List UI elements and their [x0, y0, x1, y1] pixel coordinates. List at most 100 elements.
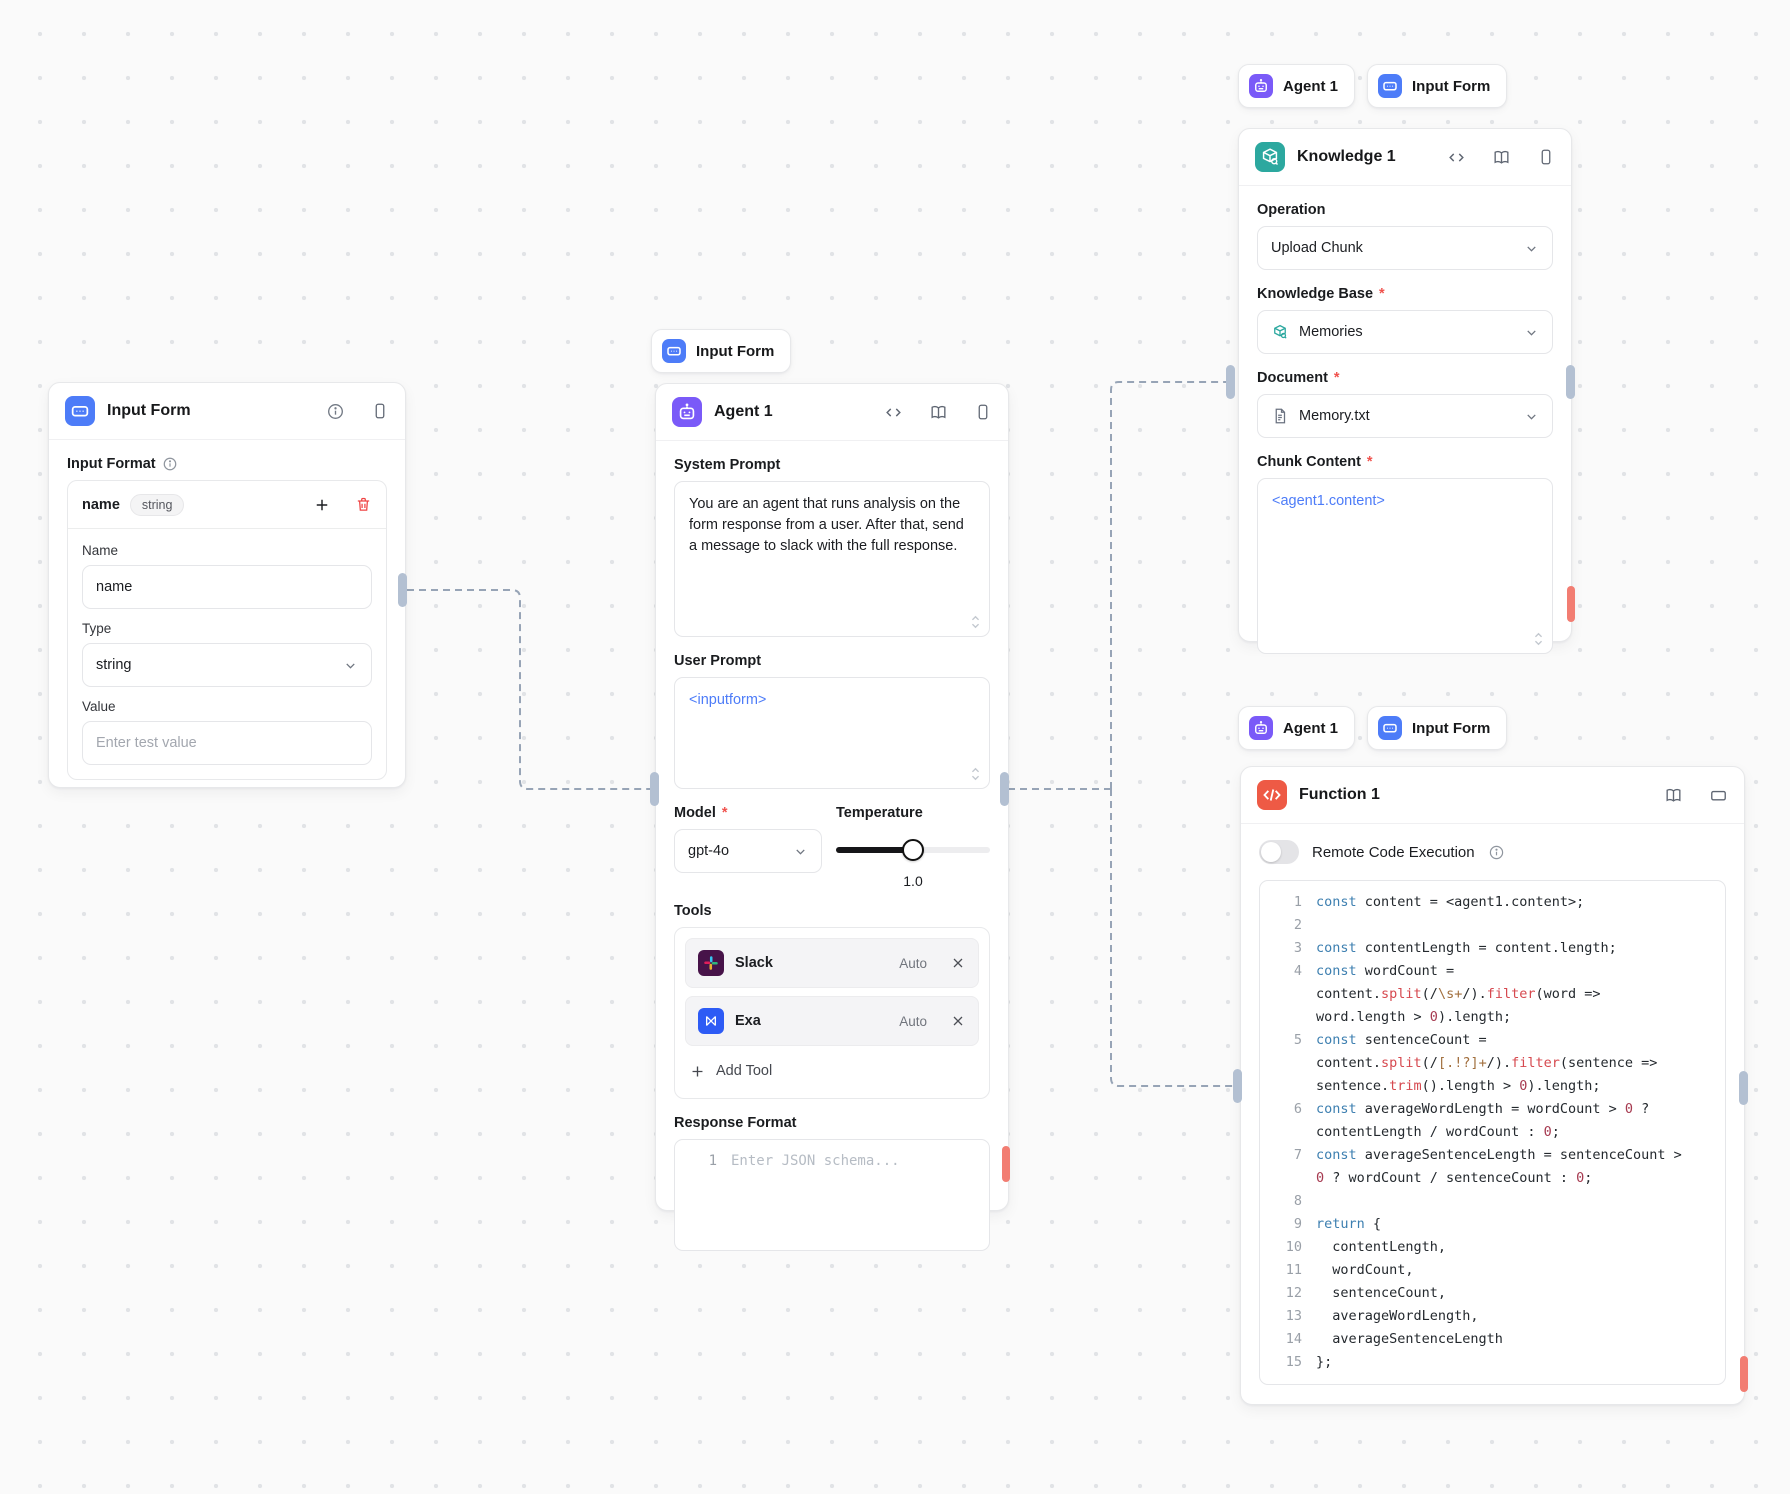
document-select[interactable]: Memory.txt — [1257, 394, 1553, 438]
chevron-down-icon — [1524, 325, 1539, 340]
node-ref-chip-input-form[interactable]: Input Form — [1367, 64, 1508, 108]
node-ref-chip-agent[interactable]: Agent 1 — [1238, 706, 1356, 750]
line-number: 1 — [708, 1153, 717, 1169]
response-format-editor[interactable]: 1 Enter JSON schema... — [674, 1139, 990, 1251]
code-line: contentLength / wordCount : 0; — [1260, 1121, 1725, 1144]
chip-label: Input Form — [696, 342, 775, 360]
code-text: const content = <agent1.content>; — [1316, 894, 1585, 910]
chevron-down-icon — [343, 658, 358, 673]
knowledge-node-header[interactable]: Knowledge 1 — [1239, 129, 1571, 186]
book-icon[interactable] — [929, 403, 948, 422]
line-number: 3 — [1293, 940, 1302, 956]
tool-mode[interactable]: Auto — [899, 1013, 927, 1029]
type-label: Type — [82, 621, 112, 636]
user-prompt-textarea[interactable]: <inputform> — [674, 677, 990, 789]
phone-icon[interactable] — [1537, 148, 1555, 166]
handle-knowledge-error[interactable] — [1567, 586, 1575, 622]
code-line: 2 — [1260, 914, 1725, 937]
info-icon[interactable] — [1488, 844, 1505, 861]
model-select[interactable]: gpt-4o — [674, 829, 822, 873]
wire-trunk-to-function — [1110, 789, 1236, 1087]
handle-function-error[interactable] — [1740, 1356, 1748, 1392]
handle-knowledge-input[interactable] — [1226, 365, 1235, 399]
tool-mode[interactable]: Auto — [899, 955, 927, 971]
chip-label: Input Form — [1412, 77, 1491, 95]
code-text: const sentenceCount = — [1316, 1032, 1487, 1048]
book-icon[interactable] — [1492, 148, 1511, 167]
handle-function-output[interactable] — [1739, 1071, 1748, 1105]
rectangle-icon[interactable] — [1709, 786, 1728, 805]
code-line: 4 const wordCount = — [1260, 960, 1725, 983]
node-ref-chip-agent[interactable]: Agent 1 — [1238, 64, 1356, 108]
system-prompt-textarea[interactable]: You are an agent that runs analysis on t… — [674, 481, 990, 637]
handle-agent-input[interactable] — [650, 772, 659, 806]
operation-label: Operation — [1257, 202, 1326, 218]
add-tool-button[interactable]: Add Tool — [685, 1054, 979, 1088]
temperature-slider[interactable] — [836, 829, 990, 871]
add-field-button[interactable] — [313, 496, 331, 514]
operation-select[interactable]: Upload Chunk — [1257, 226, 1553, 270]
node-ref-chip-input-form[interactable]: Input Form — [651, 329, 792, 373]
line-number: 15 — [1285, 1354, 1302, 1370]
code-text: const wordCount = — [1316, 963, 1455, 979]
handle-function-input[interactable] — [1233, 1069, 1242, 1103]
name-input[interactable]: name — [82, 565, 372, 609]
handle-agent-error[interactable] — [1002, 1146, 1010, 1182]
tool-row-exa[interactable]: Exa Auto — [685, 996, 979, 1046]
code-text: return { — [1316, 1216, 1382, 1232]
resize-handle-icon[interactable] — [970, 767, 981, 781]
handle-inputform-output[interactable] — [398, 573, 407, 607]
document-icon — [1275, 408, 1286, 424]
info-icon[interactable] — [162, 456, 178, 472]
slider-thumb[interactable] — [902, 839, 924, 861]
input-form-node-header[interactable]: Input Form — [49, 383, 405, 440]
code-icon[interactable] — [1447, 148, 1466, 167]
tool-name: Exa — [735, 1013, 761, 1029]
code-line: 12 sentenceCount, — [1260, 1282, 1725, 1305]
system-prompt-label: System Prompt — [674, 457, 781, 473]
chunk-content-textarea[interactable]: <agent1.content> — [1257, 478, 1553, 654]
line-number: 4 — [1293, 963, 1302, 979]
close-icon[interactable] — [950, 955, 966, 971]
agent-node-header[interactable]: Agent 1 — [656, 384, 1008, 441]
close-icon[interactable] — [950, 1013, 966, 1029]
handle-agent-output[interactable] — [1000, 772, 1009, 806]
code-icon[interactable] — [884, 403, 903, 422]
agent-node: Agent 1 System Prompt You are an agent t… — [655, 383, 1009, 1251]
knowledge-icon — [1255, 142, 1285, 172]
phone-icon[interactable] — [974, 403, 992, 421]
input-format-label: Input Format — [67, 456, 387, 472]
phone-icon[interactable] — [371, 402, 389, 420]
value-label: Value — [82, 699, 116, 714]
code-text: content.split(/[.!?]+/).filter(sentence … — [1316, 1055, 1658, 1071]
line-number — [1272, 1006, 1302, 1029]
info-icon[interactable] — [326, 402, 345, 421]
knowledge-base-select[interactable]: Memories — [1257, 310, 1553, 354]
code-text: averageSentenceLength — [1316, 1331, 1503, 1347]
code-text: 0 ? wordCount / sentenceCount : 0; — [1316, 1170, 1593, 1186]
value-input[interactable]: Enter test value — [82, 721, 372, 765]
code-text: contentLength / wordCount : 0; — [1316, 1124, 1560, 1140]
knowledge-node: Knowledge 1 Operation Upload Chunk Knowl… — [1238, 128, 1572, 654]
resize-handle-icon[interactable] — [970, 615, 981, 629]
code-text: sentenceCount, — [1316, 1285, 1447, 1301]
code-line: content.split(/[.!?]+/).filter(sentence … — [1260, 1052, 1725, 1075]
book-icon[interactable] — [1664, 786, 1683, 805]
delete-field-button[interactable] — [355, 496, 372, 513]
remote-code-execution-toggle[interactable] — [1259, 840, 1299, 864]
remote-code-execution-row: Remote Code Execution — [1259, 840, 1726, 864]
code-line: 0 ? wordCount / sentenceCount : 0; — [1260, 1167, 1725, 1190]
node-ref-chip-input-form[interactable]: Input Form — [1367, 706, 1508, 750]
resize-handle-icon[interactable] — [1533, 632, 1544, 646]
function-node-header[interactable]: Function 1 — [1241, 767, 1744, 824]
field-row[interactable]: name string — [68, 481, 386, 529]
handle-knowledge-output[interactable] — [1566, 365, 1575, 399]
line-number: 14 — [1285, 1331, 1302, 1347]
wire-inputform-to-agent — [407, 589, 652, 790]
type-select[interactable]: string — [82, 643, 372, 687]
